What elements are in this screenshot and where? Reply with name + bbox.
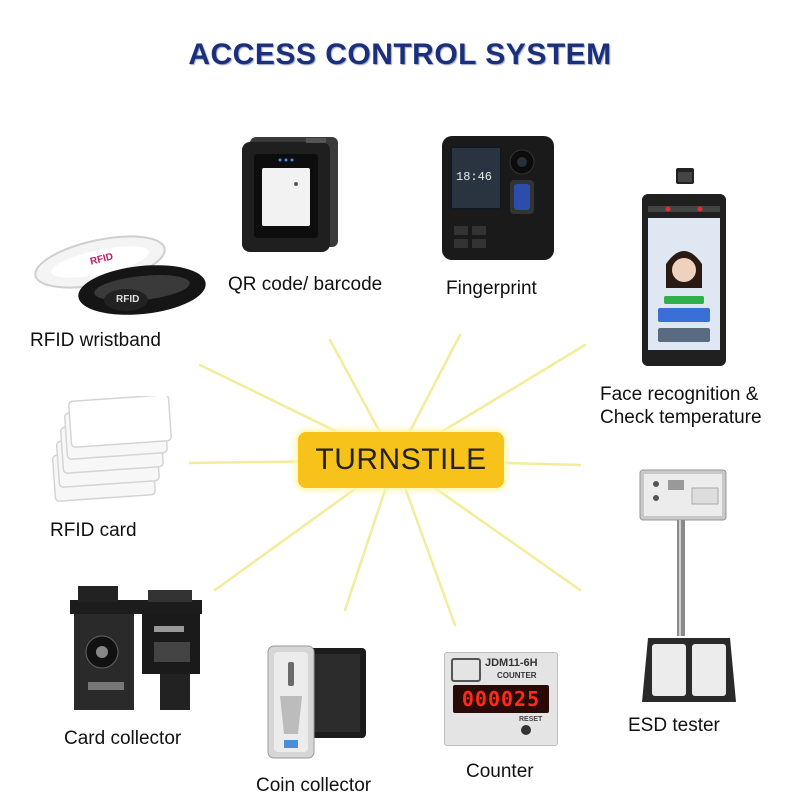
coin-collector-image xyxy=(262,640,372,769)
esd-tester-image xyxy=(636,462,742,713)
qr-reader-image xyxy=(240,132,344,259)
card-collector-label: Card collector xyxy=(64,728,182,749)
counter-reset-button-icon xyxy=(521,725,531,735)
diagram-title: ACCESS CONTROL SYSTEM xyxy=(188,38,612,71)
fingerprint-reader-image: 18:46 xyxy=(436,132,560,269)
rfid-wristband-image: RFID RFID xyxy=(30,228,210,329)
fingerprint-screen-time: 18:46 xyxy=(456,170,493,184)
counter-reset: RESET xyxy=(519,716,543,723)
esd-label: ESD tester xyxy=(628,715,720,736)
face-terminal-image xyxy=(638,168,730,373)
counter-label: Counter xyxy=(466,761,534,782)
counter-display: 000025 xyxy=(461,687,541,711)
wristband-label: RFID wristband xyxy=(30,330,161,351)
card-collector-image xyxy=(64,586,210,725)
turnstile-hub: TURNSTILE xyxy=(298,432,504,488)
rfid-card-stack-image xyxy=(44,394,174,517)
coin-collector-label: Coin collector xyxy=(256,775,372,796)
face-label-line1: Face recognition & xyxy=(600,384,759,405)
counter-caption: COUNTER xyxy=(497,671,537,680)
fingerprint-label: Fingerprint xyxy=(446,278,537,299)
counter-model: JDM11-6H xyxy=(485,657,538,669)
counter-image: JDM11-6H COUNTER 000025 RESET xyxy=(444,652,558,746)
qr-label: QR code/ barcode xyxy=(228,274,383,295)
rfid-card-label: RFID card xyxy=(50,520,137,541)
counter-led-panel: 000025 xyxy=(453,685,549,713)
face-label-line2: Check temperature xyxy=(600,407,762,428)
counter-logo-icon xyxy=(451,658,481,682)
wristband-tag-black: RFID xyxy=(116,294,140,305)
